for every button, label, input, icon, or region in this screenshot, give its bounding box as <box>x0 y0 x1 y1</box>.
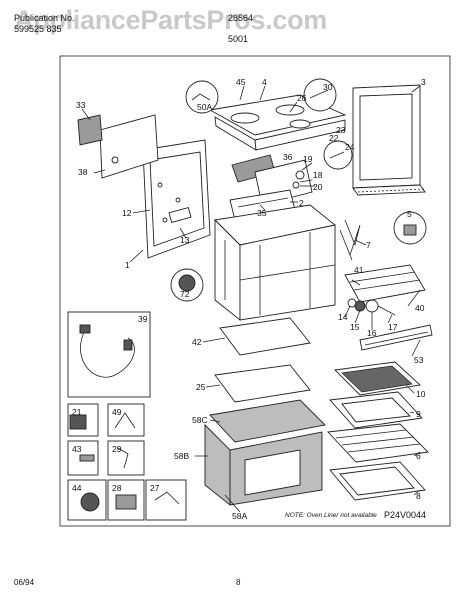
callout-36: 36 <box>283 152 293 162</box>
callout-16: 16 <box>367 328 377 338</box>
callout-26: 26 <box>297 93 307 103</box>
small-parts-grid <box>67 403 187 521</box>
callout-5: 5 <box>407 209 412 219</box>
callout-58c: 58C <box>192 415 208 425</box>
part-plate-42 <box>219 317 311 356</box>
callout-23: 23 <box>336 125 346 135</box>
part-oven-liner <box>204 399 326 506</box>
part-power-cord <box>67 311 151 398</box>
publication-label: Publication No. <box>14 13 75 23</box>
callout-58a: 58A <box>232 511 247 521</box>
callout-labels: 45 4 26 30 3 33 50A 22 23 24 36 19 18 20… <box>72 77 426 521</box>
callout-6: 6 <box>416 451 421 461</box>
callout-7: 7 <box>366 240 371 250</box>
callout-19: 19 <box>303 154 313 164</box>
part-body-frame <box>214 204 337 321</box>
callout-14: 14 <box>338 312 348 322</box>
part-knobs <box>347 298 396 316</box>
callout-39: 39 <box>138 314 148 324</box>
diagram-code: P24V0044 <box>384 510 426 520</box>
callout-44: 44 <box>72 483 82 493</box>
detail-50a <box>185 80 219 114</box>
callout-40: 40 <box>415 303 425 313</box>
callout-27: 27 <box>150 483 160 493</box>
publication-number: 599525 835 <box>14 24 62 34</box>
part-control-area <box>231 154 313 206</box>
part-pan-8 <box>329 461 426 501</box>
part-pan-9 <box>329 391 423 429</box>
callout-29: 29 <box>112 444 122 454</box>
watermark: AppliancePartsPros.com <box>14 5 328 35</box>
callout-3: 3 <box>421 77 426 87</box>
model-number: 28564 <box>228 13 254 23</box>
callout-8: 8 <box>416 491 421 501</box>
footer-page: 8 <box>236 578 241 587</box>
callout-24: 24 <box>345 142 355 152</box>
part-rear-bracket <box>77 114 159 179</box>
diagram-frame <box>59 55 451 527</box>
part-plate-25 <box>214 364 311 403</box>
callout-12: 12 <box>122 208 132 218</box>
callout-42: 42 <box>192 337 202 347</box>
detail-72 <box>170 268 204 302</box>
callout-15: 15 <box>350 322 360 332</box>
callout-38: 38 <box>78 167 88 177</box>
detail-30 <box>303 78 337 112</box>
callout-21: 21 <box>72 407 82 417</box>
detail-5 <box>393 211 427 245</box>
callout-58b: 58B <box>174 451 189 461</box>
callout-20: 20 <box>313 182 323 192</box>
note-oven-liner: NOTE: Oven Liner not available <box>285 512 377 519</box>
footer-date: 06/94 <box>14 578 35 587</box>
callout-28: 28 <box>112 483 122 493</box>
callout-10: 10 <box>416 389 426 399</box>
callout-72: 72 <box>180 289 190 299</box>
callout-1: 1 <box>125 260 130 270</box>
callout-49: 49 <box>112 407 122 417</box>
callout-35: 35 <box>257 208 267 218</box>
callout-25: 25 <box>196 382 206 392</box>
part-trim-53 <box>359 324 433 351</box>
callout-13: 13 <box>180 235 190 245</box>
part-element-7 <box>339 219 361 261</box>
callout-53: 53 <box>414 355 424 365</box>
callout-4: 4 <box>262 77 267 87</box>
part-rack-6 <box>327 423 429 463</box>
detail-24 <box>323 140 353 170</box>
part-broil-element <box>344 264 426 303</box>
callout-9: 9 <box>416 409 421 419</box>
model-sub: 5001 <box>228 34 249 44</box>
callout-17: 17 <box>388 322 398 332</box>
callout-50a: 50A <box>197 102 212 112</box>
callout-43: 43 <box>72 444 82 454</box>
part-back-panel <box>352 84 426 196</box>
callout-33: 33 <box>76 100 86 110</box>
part-side-panel <box>142 139 211 259</box>
callout-30: 30 <box>323 82 333 92</box>
callout-18: 18 <box>313 170 323 180</box>
leader-lines <box>81 85 421 513</box>
callout-22: 22 <box>329 133 339 143</box>
callout-45: 45 <box>236 77 246 87</box>
callout-41: 41 <box>354 265 364 275</box>
callout-2: 2 <box>299 198 304 208</box>
part-grill-10 <box>334 361 421 396</box>
